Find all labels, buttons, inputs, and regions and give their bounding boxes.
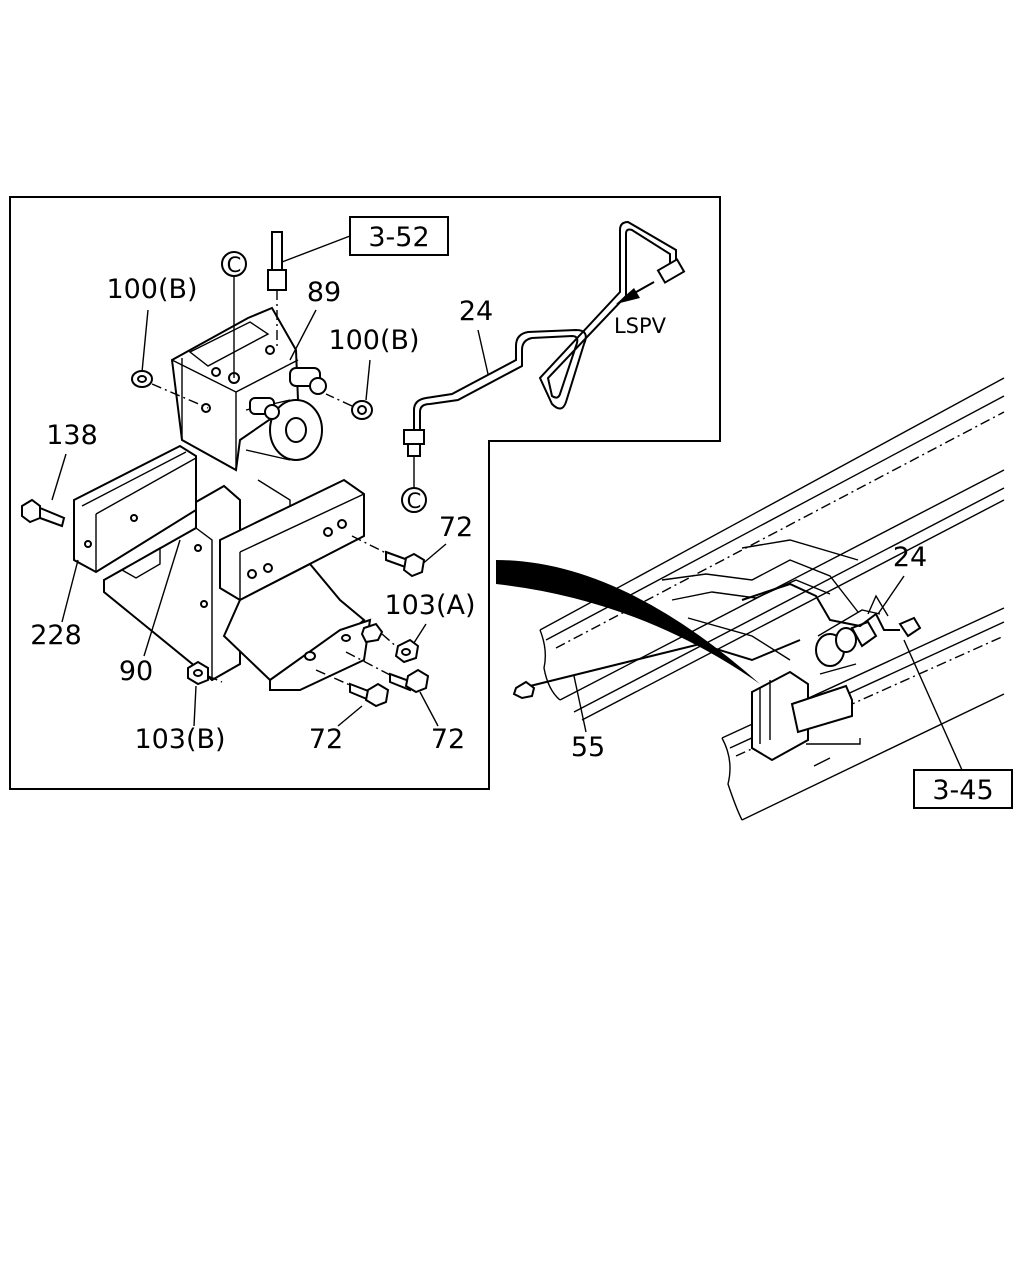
svg-text:72: 72 (431, 724, 465, 755)
svg-text:3-52: 3-52 (368, 222, 429, 253)
bolt-72-right: 72 (345, 651, 465, 755)
ref-box-3-52: 3-52 (281, 216, 449, 263)
mounting-bracket (219, 478, 372, 691)
nut-103a: 103(A) (360, 590, 476, 664)
svg-text:3-45: 3-45 (932, 775, 993, 806)
location-arrow (496, 560, 760, 684)
svg-text:89: 89 (307, 277, 341, 308)
bolt-72-top: 72 (351, 512, 473, 578)
svg-text:100(B): 100(B) (328, 325, 419, 356)
svg-text:100(B): 100(B) (106, 274, 197, 305)
brake-pipe-24-frame: 24 (741, 542, 927, 638)
nut-100b-right: 100(B) (325, 325, 420, 420)
svg-text:138: 138 (46, 420, 98, 451)
frame-abs-assembly (751, 609, 881, 767)
label-228: 228 (30, 559, 82, 651)
brake-pipe-stub-top (267, 231, 287, 350)
svg-text:90: 90 (119, 656, 153, 687)
nut-103b: 103(B) (134, 660, 226, 755)
svg-text:24: 24 (459, 296, 493, 327)
bolt-72-left: 72 (309, 669, 390, 755)
bolt-138: 138 (21, 420, 98, 528)
c-connector-marker-bottom: C (401, 456, 427, 513)
svg-text:103(B): 103(B) (134, 724, 225, 755)
ref-box-3-45: 3-45 (903, 639, 1013, 809)
svg-text:228: 228 (30, 620, 82, 651)
nut-100b-left: 100(B) (106, 274, 209, 409)
svg-text:C: C (227, 253, 242, 277)
vehicle-frame (539, 377, 1005, 821)
svg-text:24: 24 (893, 542, 927, 573)
svg-text:C: C (407, 489, 422, 513)
bolt-89: 89 (289, 277, 341, 361)
lspv-arrow: LSPV (614, 281, 667, 338)
svg-text:LSPV: LSPV (614, 314, 667, 338)
svg-text:103(A): 103(A) (384, 590, 475, 621)
brake-pipe-24-inset: 24 (403, 220, 686, 457)
label-90: 90 (119, 539, 181, 687)
svg-text:55: 55 (571, 732, 605, 763)
bracket-90 (103, 479, 291, 682)
inset-border (9, 196, 721, 790)
c-connector-marker-top: C (221, 251, 247, 378)
svg-text:72: 72 (439, 512, 473, 543)
abs-modulator-unit (170, 306, 327, 472)
brake-pipe-55: 55 (512, 639, 801, 763)
svg-text:72: 72 (309, 724, 343, 755)
